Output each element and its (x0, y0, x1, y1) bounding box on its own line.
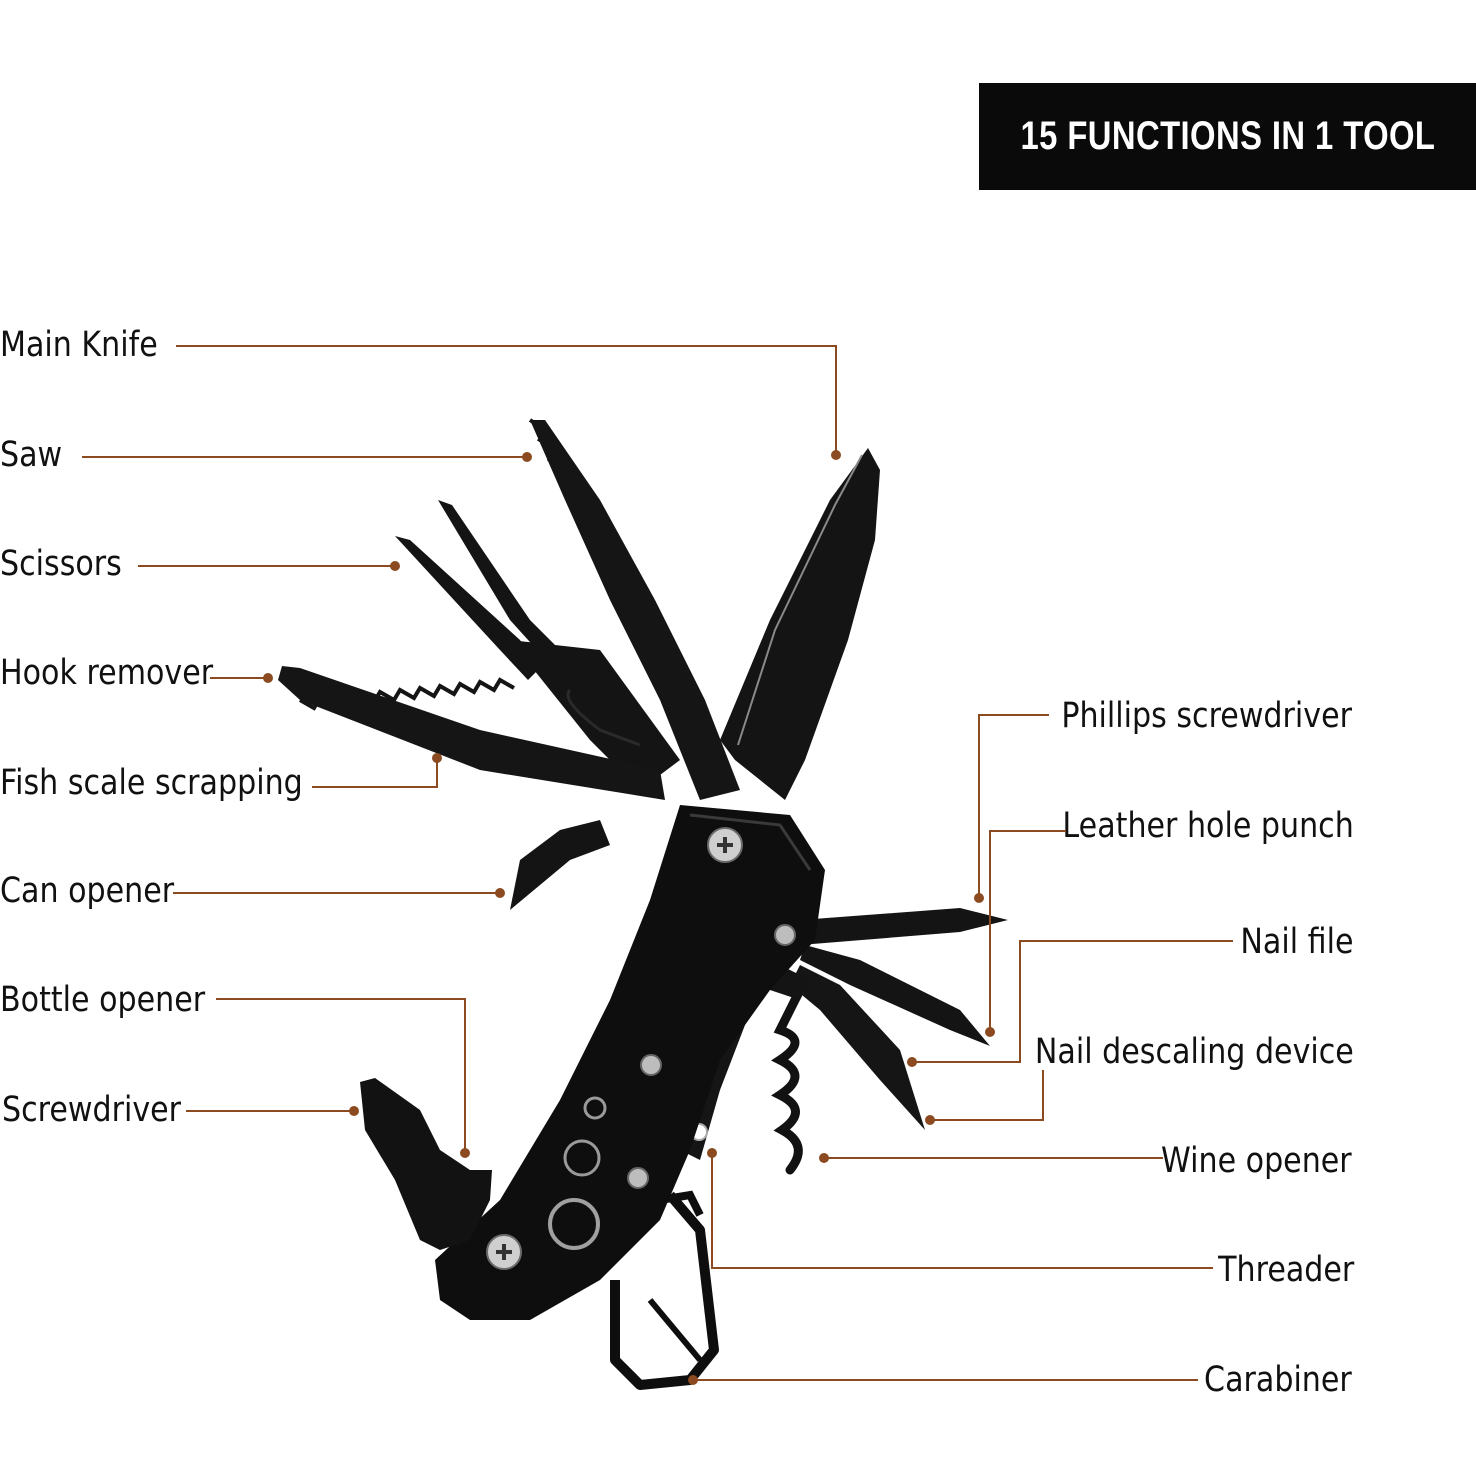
label-carabiner: Carabiner (1204, 1360, 1352, 1400)
leader-fish-scale-scrapping (312, 758, 438, 788)
fish-scaler-teeth (299, 677, 515, 711)
label-screwdriver: Screwdriver (2, 1090, 182, 1130)
tool-handle (435, 805, 825, 1320)
leader-nail-descaling-device (930, 1070, 1044, 1121)
label-nail-descaling-device: Nail descaling device (1035, 1032, 1354, 1072)
scissors-blade-1 (395, 536, 540, 680)
leader-threader (711, 1153, 1213, 1269)
leader-lines (82, 345, 1233, 1381)
nail-file (800, 945, 990, 1046)
screwdriver-bottle-opener (360, 1078, 492, 1250)
leader-nail-file (912, 940, 1233, 1063)
label-bottle-opener: Bottle opener (0, 980, 206, 1020)
label-leather-hole-punch: Leather hole punch (1062, 806, 1354, 846)
phillips-screwdriver-bit (800, 908, 1008, 945)
multi-tool-image (278, 418, 1008, 1390)
leader-bottle-opener (216, 998, 466, 1153)
label-scissors: Scissors (0, 544, 122, 584)
corkscrew (771, 985, 805, 1175)
saw-blade (530, 420, 740, 800)
label-wine-opener: Wine opener (1161, 1141, 1352, 1181)
can-opener (510, 820, 610, 910)
scissors-spring (566, 688, 641, 747)
leader-dots (263, 450, 995, 1385)
label-can-opener: Can opener (0, 871, 175, 911)
scissors-pivot (510, 640, 680, 790)
leader-phillips-screwdriver (978, 714, 1049, 898)
label-threader: Threader (1217, 1250, 1354, 1290)
main-knife-blade (720, 448, 880, 800)
banner-title: 15 FUNCTIONS IN 1 TOOL (1020, 114, 1435, 158)
label-hook-remover: Hook remover (0, 653, 214, 693)
handle-highlight (689, 813, 812, 871)
leader-leather-hole-punch (989, 830, 1066, 1032)
label-fish-scale-scrapping: Fish scale scrapping (0, 763, 303, 803)
main-knife-edge (737, 454, 863, 746)
label-phillips-screwdriver: Phillips screwdriver (1061, 696, 1352, 736)
label-saw: Saw (0, 435, 63, 475)
label-nail-file: Nail file (1240, 922, 1354, 962)
scissors-blade-2 (438, 500, 560, 662)
leader-main-knife (176, 345, 837, 455)
label-main-knife: Main Knife (0, 325, 158, 365)
nail-descaler (790, 965, 925, 1130)
saw-teeth (528, 418, 638, 630)
title-banner: 15 FUNCTIONS IN 1 TOOL (979, 83, 1476, 190)
